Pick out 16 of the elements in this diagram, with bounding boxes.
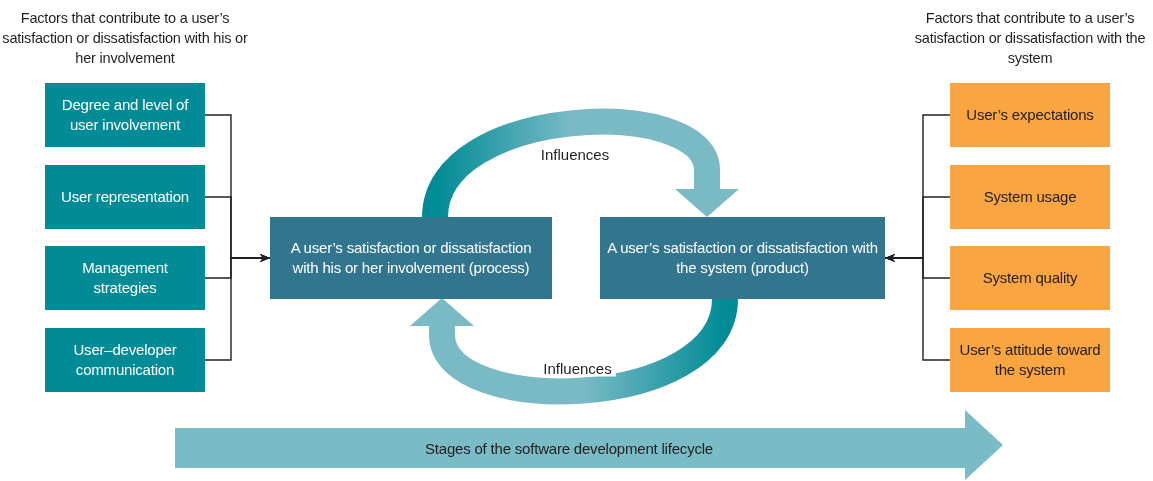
factor-box: System usage bbox=[950, 165, 1110, 229]
factor-box: User’s expectations bbox=[950, 83, 1110, 147]
group-heading: Factors that contribute to a user’s satisfaction or dissatisfaction with the system bbox=[913, 9, 1147, 68]
outcome-box: A user’s satisfaction or dissatisfaction with the system (product) bbox=[600, 217, 885, 299]
factor-box: User representation bbox=[45, 165, 205, 229]
factor-box: User’s attitude toward the system bbox=[950, 328, 1110, 392]
curved-arrow bbox=[422, 108, 739, 220]
factor-box: User–developer communication bbox=[45, 328, 205, 392]
group-heading: Factors that contribute to a user’s satisfaction or dissatisfaction with his or her involvement bbox=[1, 9, 249, 68]
arrow-label: Stages of the software development lifecycle bbox=[425, 439, 713, 459]
outcome-box: A user’s satisfaction or dissatisfaction with his or her involvement (process) bbox=[270, 217, 552, 299]
factor-box: Degree and level of user involvement bbox=[45, 83, 205, 147]
factor-box: System quality bbox=[950, 246, 1110, 310]
connector-arrow bbox=[884, 254, 951, 361]
factor-box: Management strategies bbox=[45, 246, 205, 310]
connector-arrow bbox=[204, 254, 271, 361]
